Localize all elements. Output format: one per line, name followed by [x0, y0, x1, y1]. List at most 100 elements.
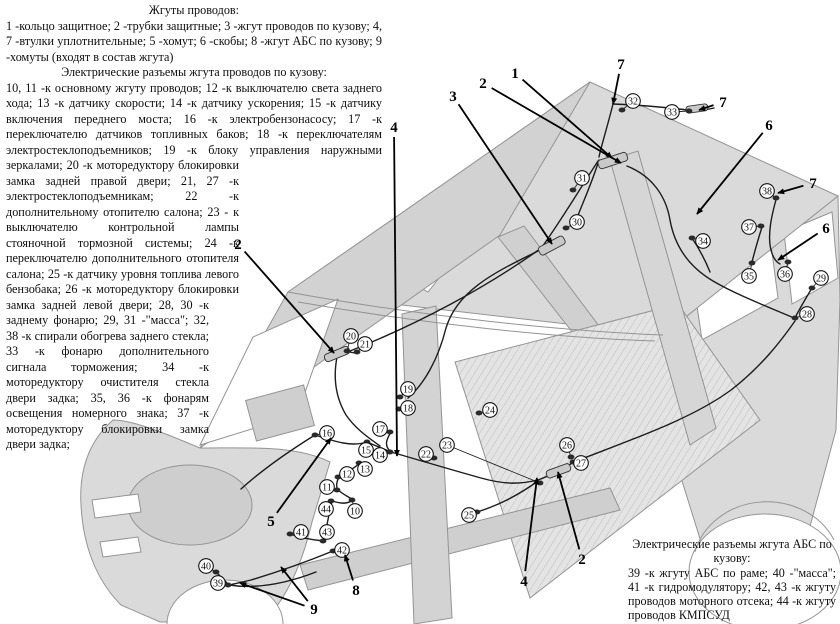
part-callout-2: 2	[479, 76, 622, 164]
svg-text:7: 7	[809, 176, 817, 192]
connector-callout-13: 13	[355, 460, 373, 477]
svg-text:2: 2	[479, 76, 487, 92]
text-wrap-spacer	[239, 163, 383, 303]
svg-text:29: 29	[816, 273, 826, 284]
svg-text:22: 22	[421, 449, 431, 460]
connector-callout-17: 17	[372, 421, 394, 437]
legend-harness-items: 1 -кольцо защитное; 2 -трубки защитные; …	[6, 18, 382, 64]
legend-connectors-title: Электрические разъемы жгута проводов по …	[61, 65, 327, 79]
svg-text:43: 43	[322, 527, 332, 538]
svg-text:14: 14	[375, 450, 385, 461]
connector-callout-33: 33	[664, 104, 693, 120]
connector-callout-34: 34	[688, 233, 711, 249]
connector-callout-19: 19	[396, 381, 416, 400]
legend-harness-title: Жгуты проводов:	[148, 3, 240, 17]
connector-callout-12: 12	[334, 466, 355, 482]
connector-callout-42: 42	[329, 542, 350, 558]
connector-callout-38: 38	[759, 183, 780, 201]
connector-callout-41: 41	[286, 524, 309, 540]
rear-wheel-arch	[688, 513, 840, 624]
connector-callout-21: 21	[353, 336, 373, 355]
svg-text:23: 23	[442, 440, 452, 451]
svg-text:9: 9	[310, 602, 318, 618]
connector-callout-44: 44	[318, 498, 335, 517]
svg-text:24: 24	[485, 405, 495, 416]
connector-callout-32: 32	[618, 93, 641, 113]
harness-front-run	[240, 434, 316, 490]
part-callout-4: 4	[520, 477, 540, 590]
part-callout-9: 9	[239, 566, 318, 618]
harness-wiper-wire	[691, 237, 711, 273]
connector-callout-18: 18	[395, 400, 416, 416]
svg-text:44: 44	[321, 504, 331, 515]
connector-callout-37: 37	[741, 219, 765, 235]
text-wrap-spacer	[382, 3, 383, 163]
harness-fuel-sender-wire	[476, 480, 539, 513]
svg-text:27: 27	[576, 458, 586, 469]
svg-text:10: 10	[350, 506, 360, 517]
svg-text:41: 41	[296, 527, 306, 538]
svg-text:32: 32	[628, 96, 638, 107]
legend-abs-items: 39 -к жгуту АБС по раме; 40 -"масса"; 41…	[628, 565, 836, 623]
part-callout-6: 6	[777, 221, 830, 261]
harness-abs-run	[215, 533, 334, 588]
svg-text:21: 21	[360, 339, 370, 350]
svg-text:15: 15	[361, 445, 371, 456]
svg-text:38: 38	[762, 186, 772, 197]
connector-callout-16: 16	[311, 425, 335, 441]
svg-text:39: 39	[213, 578, 223, 589]
bumper-slot-2	[99, 536, 142, 558]
svg-text:31: 31	[577, 173, 587, 184]
rear-arch-line	[694, 501, 835, 553]
connector-callout-27: 27	[569, 455, 589, 471]
svg-text:16: 16	[322, 428, 332, 439]
part-callout-6: 6	[696, 118, 773, 215]
roof-rail-line	[287, 291, 664, 336]
connector-callout-36: 36	[777, 259, 793, 282]
part-callout-2: 2	[556, 471, 586, 568]
connector-callout-14: 14	[372, 447, 394, 463]
harness-rear-run	[626, 165, 795, 319]
dash-structure	[244, 384, 316, 442]
left-sill	[299, 487, 621, 591]
roof-rail-inner-line	[297, 301, 656, 342]
bumper-slot	[91, 493, 142, 519]
connector-callout-35: 35	[741, 260, 757, 284]
part-callout-7: 7	[698, 95, 727, 111]
svg-text:33: 33	[667, 107, 677, 118]
connector-callout-25: 25	[461, 507, 481, 523]
svg-text:12: 12	[342, 469, 352, 480]
wiring-harness	[215, 103, 813, 588]
harness-rocker-run	[573, 320, 796, 463]
svg-text:3: 3	[449, 89, 457, 105]
harness-ground-wire	[795, 287, 813, 317]
connector-callout-39: 39	[210, 575, 232, 591]
connector-callout-43: 43	[319, 524, 335, 544]
svg-text:42: 42	[337, 545, 347, 556]
svg-text:30: 30	[572, 217, 582, 228]
connector-callout-22: 22	[418, 446, 438, 462]
part-callout-7: 7	[777, 176, 817, 195]
part-callout-8: 8	[343, 554, 360, 599]
connector-callout-11: 11	[319, 479, 341, 495]
svg-text:25: 25	[464, 510, 474, 521]
connector-callout-28: 28	[791, 306, 815, 322]
svg-text:40: 40	[201, 561, 211, 572]
svg-text:19: 19	[403, 384, 413, 395]
connector-callout-26: 26	[559, 437, 575, 460]
part-callout-7: 7	[611, 57, 625, 105]
svg-text:28: 28	[802, 309, 812, 320]
svg-text:35: 35	[744, 271, 754, 282]
part-callout-3: 3	[449, 89, 553, 245]
svg-text:6: 6	[765, 118, 773, 134]
svg-text:37: 37	[744, 222, 754, 233]
harness-heater-wire	[768, 195, 781, 265]
svg-text:7: 7	[719, 95, 727, 111]
part-callout-4: 4	[390, 120, 400, 457]
connector-callout-31: 31	[569, 170, 590, 193]
harness-main-drop	[407, 248, 543, 399]
svg-text:8: 8	[352, 583, 360, 599]
connector-callout-29: 29	[808, 270, 829, 291]
